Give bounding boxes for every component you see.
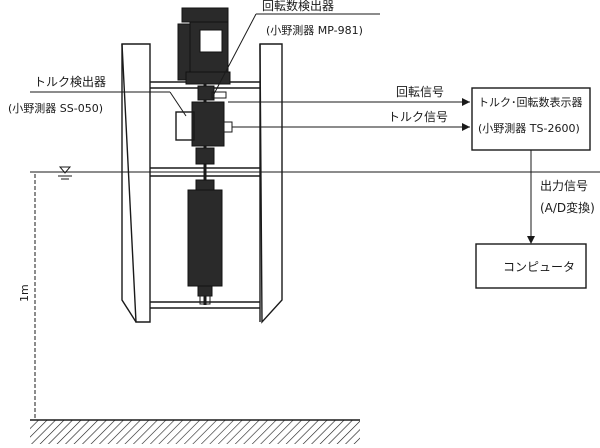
motor: [177, 7, 231, 85]
ground: [30, 419, 360, 444]
rotation-detector-label: 回転数検出器: [262, 0, 334, 13]
rotation-detector-model: (小野測器 MP-981): [266, 23, 363, 37]
computer-box: [475, 243, 587, 289]
torque-signal-arrow: [232, 123, 470, 131]
display-unit-label: トルク･回転数表示器: [478, 95, 583, 109]
torque-signal-label: トルク信号: [388, 110, 448, 124]
torque-detector-unit: [175, 101, 233, 165]
output-signal-arrow: [527, 150, 535, 244]
computer-label: コンピュータ: [503, 260, 575, 274]
water-surface: [30, 166, 600, 180]
water-level-icon: [58, 166, 72, 180]
output-signal-label: 出力信号: [540, 179, 588, 193]
rotation-signal-label: 回転信号: [396, 85, 444, 99]
ad-conversion-label: (A/D変換): [540, 200, 595, 215]
torque-detector-label: トルク検出器: [34, 75, 106, 89]
torque-detector-model: (小野測器 SS-050): [8, 101, 103, 115]
leader-torque-detector: [30, 91, 187, 117]
rotor-cylinder: [187, 179, 223, 305]
leader-rotation-detector: [213, 13, 380, 95]
depth-label: 1m: [18, 284, 31, 302]
rotation-signal-arrow: [228, 98, 470, 106]
display-unit-model: (小野測器 TS-2600): [478, 121, 580, 135]
